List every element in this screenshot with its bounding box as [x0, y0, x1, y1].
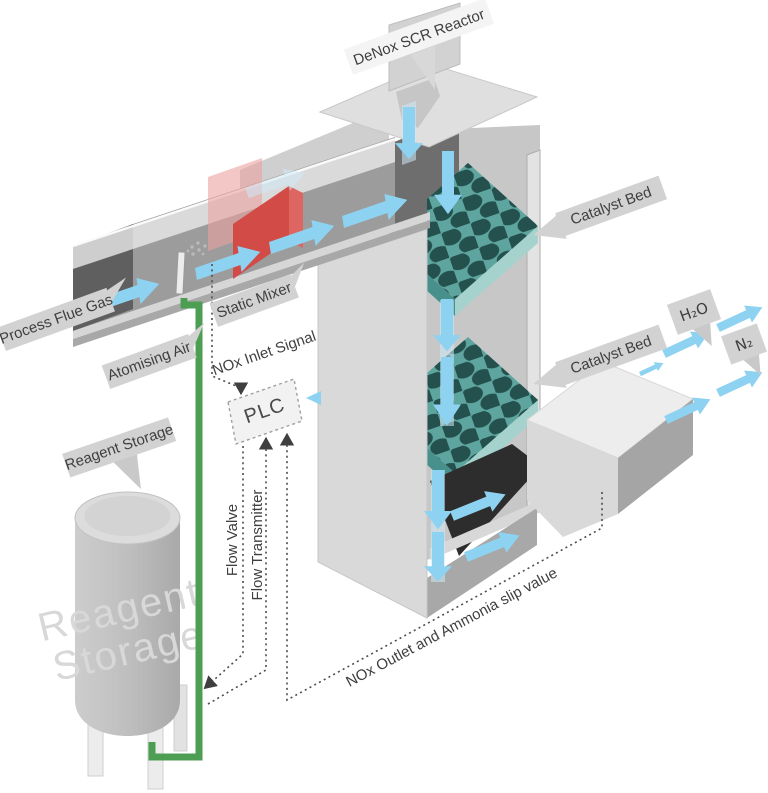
outlet-duct: [526, 361, 694, 537]
tank-body: [75, 518, 180, 736]
label-flow-transmitter: Flow Transmitter: [249, 490, 266, 601]
tank-printed-label: Reagent Storage: [34, 570, 209, 690]
duct-flange: [73, 212, 430, 339]
label-h2o: H₂O: [666, 289, 722, 346]
flow-transmitter-line: [207, 436, 274, 705]
injector-lance: [175, 241, 207, 295]
tank-top-inner: [84, 496, 171, 536]
outlet-chute: [527, 420, 618, 537]
flow-arrow-right: [637, 358, 666, 379]
outlet-floor-strip: [430, 500, 540, 560]
plc-box: PLC: [227, 378, 303, 445]
label-flow-valve: Flow Valve: [224, 504, 241, 576]
svg-text:N₂: N₂: [733, 333, 755, 356]
reagent-tank: Reagent Storage: [34, 491, 209, 790]
signal-arrow-left: [306, 391, 321, 405]
label-tail: [112, 452, 141, 490]
label-tail: [410, 46, 436, 90]
label-tail: [105, 277, 127, 305]
label-n2: N₂: [721, 323, 767, 376]
signal-lines: [203, 264, 603, 705]
inlet-duct: [72, 137, 430, 347]
reagent-pipe: [148, 298, 203, 761]
spray-icon: [186, 241, 207, 256]
nox-outlet-line: [279, 432, 603, 702]
outlet-duct-side: [618, 399, 693, 514]
label-nox-inlet-signal: NOx Inlet Signal: [210, 328, 318, 379]
duct-flange-shadow: [73, 220, 430, 347]
scr-reactor-tower: [240, 2, 541, 619]
tower-front-wall: [317, 228, 428, 619]
catalyst-holes-lower: [427, 337, 538, 473]
label-catalyst-bed-upper: Catalyst Bed: [533, 175, 668, 239]
nox-inlet-signal-line: [211, 264, 249, 396]
